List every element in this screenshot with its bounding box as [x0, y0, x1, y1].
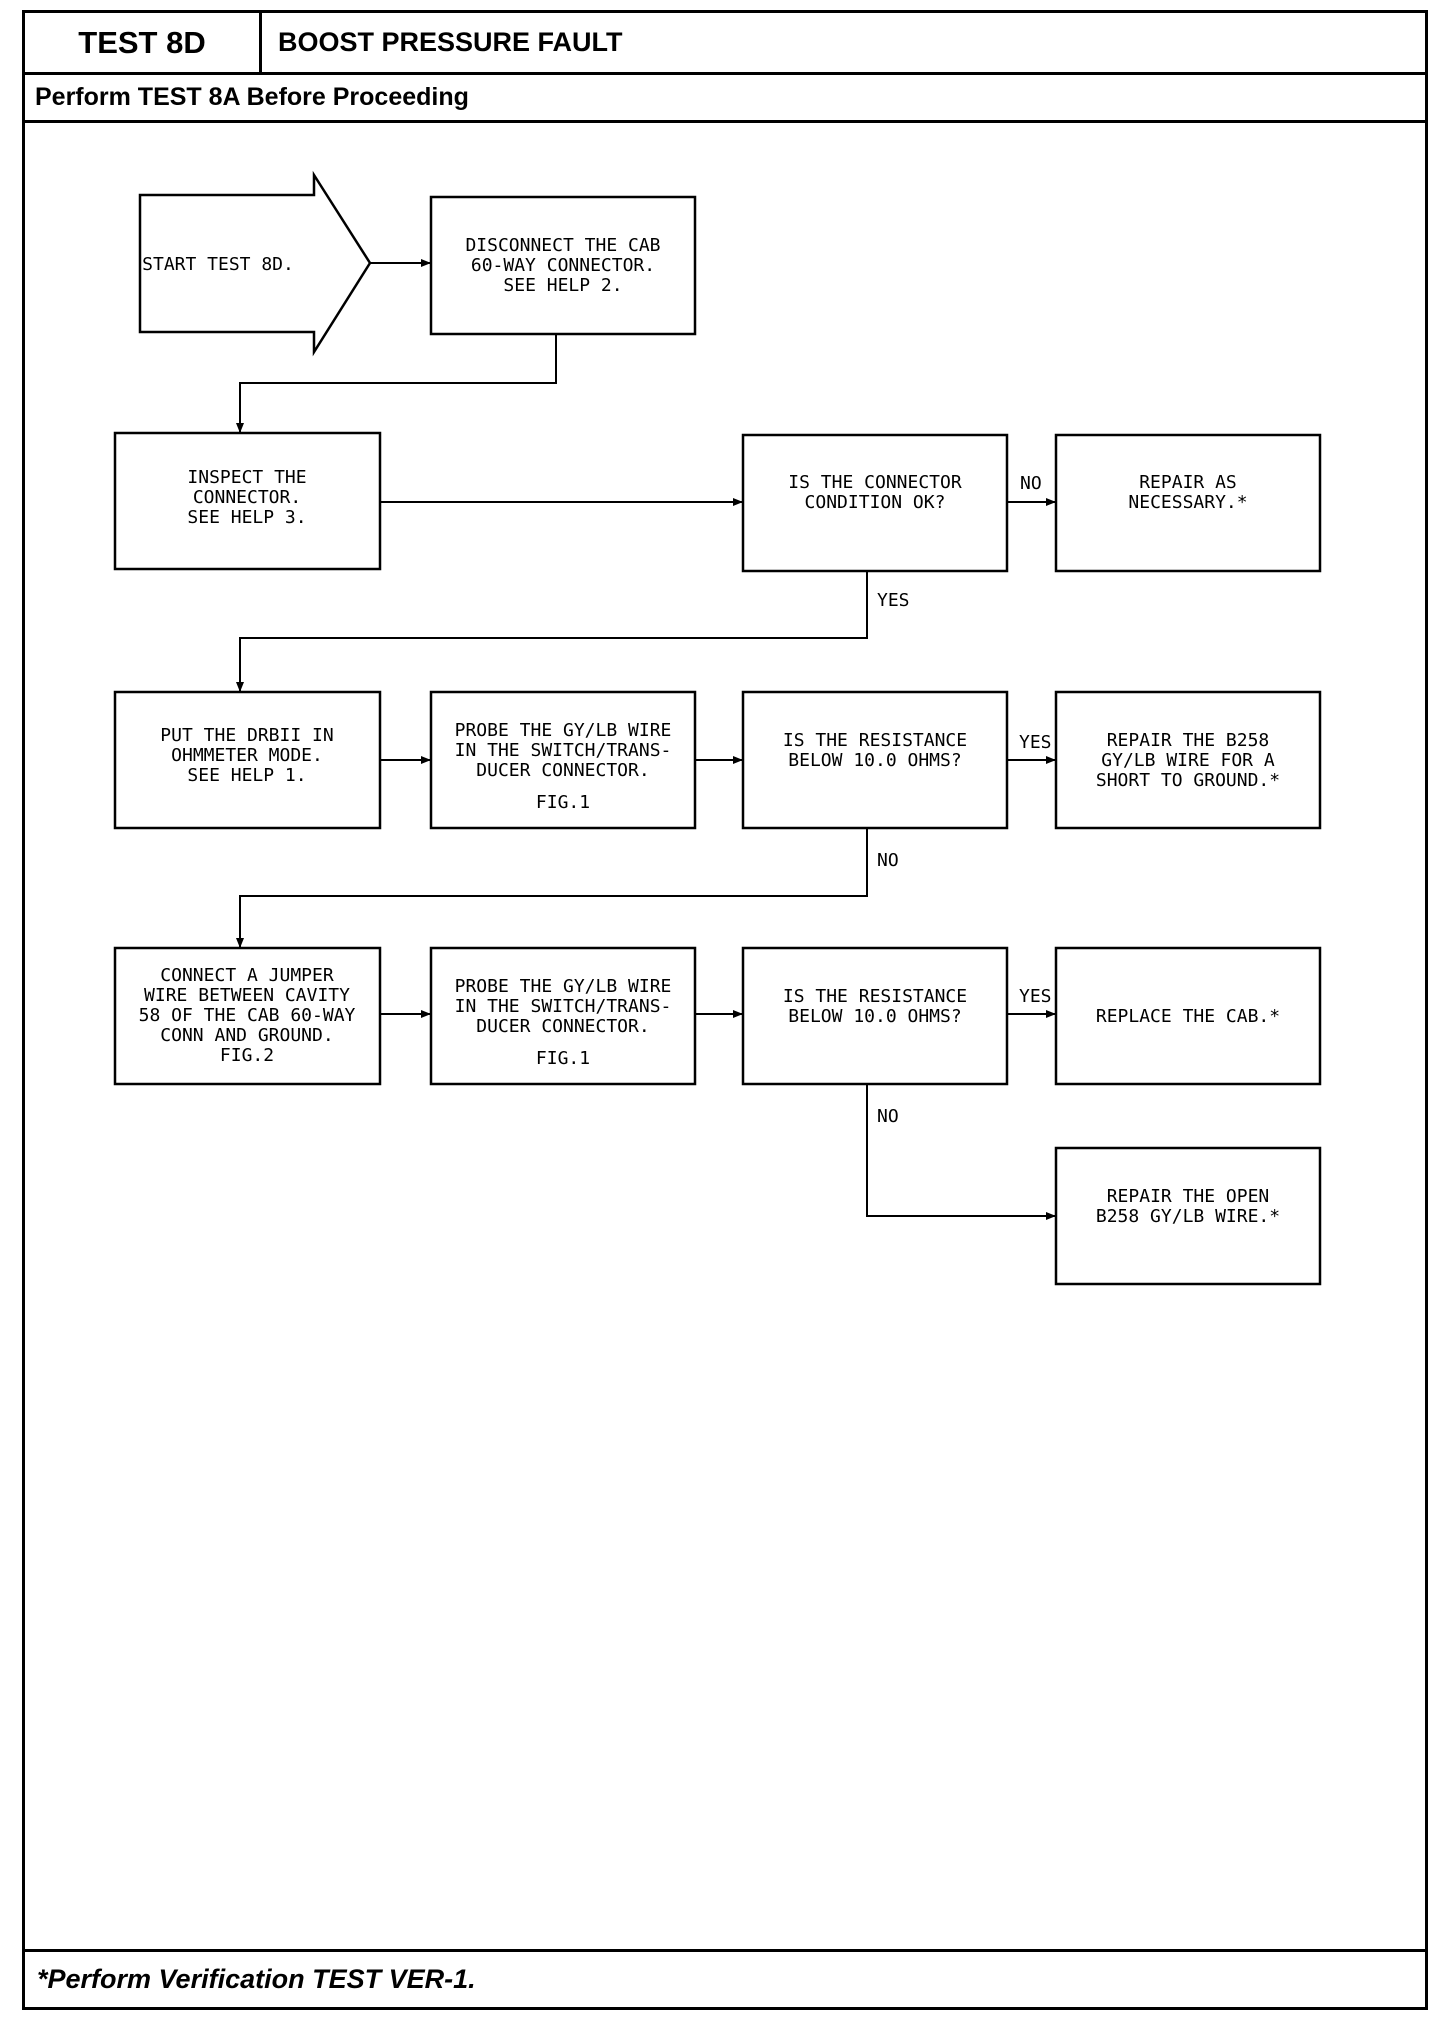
box-disconnect-connector [429, 195, 697, 336]
text-line: 60-WAY CONNECTOR. [471, 255, 655, 276]
text-line: FIG.2 [220, 1045, 274, 1066]
text-line: DUCER CONNECTOR. [476, 760, 649, 781]
box-inspect-connector [113, 431, 382, 571]
text-line: DUCER CONNECTOR. [476, 1016, 649, 1037]
text-line: 58 OF THE CAB 60-WAY [139, 1005, 356, 1026]
prerequisite-note: Perform TEST 8A Before Proceeding [25, 75, 1425, 123]
text-line: B258 GY/LB WIRE.* [1096, 1206, 1280, 1227]
label-resist2-no: NO [877, 1106, 899, 1127]
text-line: SEE HELP 1. [187, 765, 306, 786]
text-line: CONDITION OK? [805, 492, 946, 513]
page-frame: TEST 8D BOOST PRESSURE FAULT Perform TES… [22, 10, 1428, 2010]
start-arrow-shape [138, 170, 372, 357]
text-line: IN THE SWITCH/TRANS- [455, 740, 672, 761]
text-line: SHORT TO GROUND.* [1096, 770, 1280, 791]
label-resist1-yes: YES [1019, 732, 1052, 753]
test-id: TEST 8D [25, 13, 262, 72]
text-line: START TEST 8D. [142, 254, 294, 275]
arrow-resist1-no [236, 828, 868, 948]
label-resist2-yes: YES [1019, 986, 1052, 1007]
arrow-resist2-no [866, 1084, 1056, 1220]
box-repair-as-necessary [1054, 433, 1322, 573]
text-line: REPLACE THE CAB.* [1096, 1006, 1280, 1027]
text-line: IN THE SWITCH/TRANS- [455, 996, 672, 1017]
box-replace-cab-text: REPLACE THE CAB.* [1096, 1006, 1280, 1027]
text-line: PUT THE DRBII IN [160, 725, 333, 746]
label-resist1-no: NO [877, 850, 899, 871]
text-line: REPAIR AS [1139, 472, 1237, 493]
box-probe-wire-2 [429, 946, 697, 1086]
text-line: IS THE RESISTANCE [783, 986, 967, 1007]
decision-resistance-2 [741, 946, 1009, 1086]
text-line: FIG.1 [536, 1048, 590, 1069]
arrow-condition-yes [236, 571, 868, 692]
text-line: IS THE RESISTANCE [783, 730, 967, 751]
text-line: GY/LB WIRE FOR A [1101, 750, 1275, 771]
box-replace-cab [1054, 946, 1322, 1086]
box-repair-open-wire [1054, 1146, 1322, 1286]
box-repair-short-to-ground [1054, 690, 1322, 830]
text-line: DISCONNECT THE CAB [465, 235, 660, 256]
arrow-disconnect-to-inspect [236, 334, 557, 433]
header-bar: TEST 8D BOOST PRESSURE FAULT [25, 13, 1425, 75]
decision-resistance-1 [741, 690, 1009, 830]
text-line: SEE HELP 3. [187, 507, 306, 528]
text-line: SEE HELP 2. [503, 275, 622, 296]
text-line: CONNECTOR. [193, 487, 301, 508]
text-line: BELOW 10.0 OHMS? [788, 750, 961, 771]
text-line: OHMMETER MODE. [171, 745, 323, 766]
text-line: INSPECT THE [187, 467, 306, 488]
box-put-drbii-ohmmeter [113, 690, 382, 830]
start-text: START TEST 8D. [142, 254, 294, 275]
text-line: FIG.1 [536, 792, 590, 813]
text-line: WIRE BETWEEN CAVITY [144, 985, 350, 1006]
label-condition-yes: YES [877, 590, 910, 611]
text-line: REPAIR THE B258 [1107, 730, 1270, 751]
text-line: CONNECT A JUMPER [160, 965, 334, 986]
text-line: IS THE CONNECTOR [788, 472, 962, 493]
box-probe-wire-1 [429, 690, 697, 830]
label-condition-no: NO [1020, 473, 1042, 494]
footer-note: *Perform Verification TEST VER-1. [25, 1949, 1425, 2007]
text-line: PROBE THE GY/LB WIRE [455, 720, 672, 741]
test-title: BOOST PRESSURE FAULT [278, 27, 623, 57]
text-line: CONN AND GROUND. [160, 1025, 333, 1046]
text-line: REPAIR THE OPEN [1107, 1186, 1270, 1207]
text-line: BELOW 10.0 OHMS? [788, 1006, 961, 1027]
box-connect-jumper [113, 946, 382, 1086]
text-line: PROBE THE GY/LB WIRE [455, 976, 672, 997]
decision-connector-condition [741, 433, 1009, 573]
text-line: NECESSARY.* [1128, 492, 1247, 513]
